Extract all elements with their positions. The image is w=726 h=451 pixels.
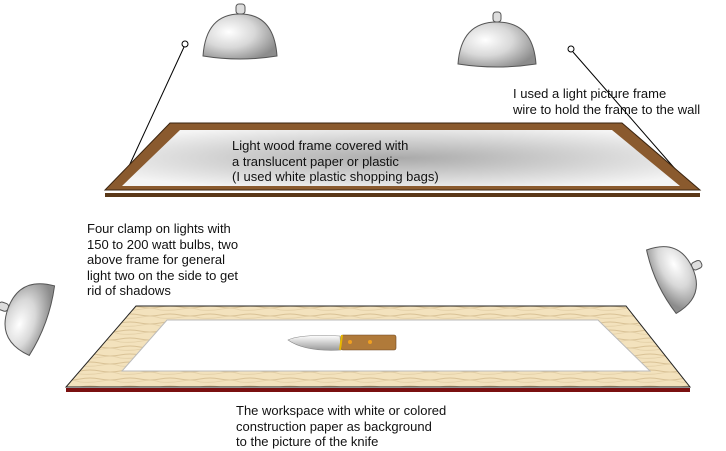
workspace-note-line: construction paper as background xyxy=(236,418,432,434)
lights-note-line: rid of shadows xyxy=(87,283,171,298)
lights-note-line: 150 to 200 watt bulbs, two xyxy=(87,236,239,252)
lamp-left xyxy=(0,283,56,357)
diffuser-frame xyxy=(103,122,702,197)
frame-note: Light wood frame covered with a transluc… xyxy=(232,138,439,185)
lights-note-line: light two on the side to get xyxy=(87,267,239,283)
lamp-top-right xyxy=(457,11,537,68)
lights-note-line: Four clamp on lights with xyxy=(87,221,231,236)
workspace-note: The workspace with white or colored cons… xyxy=(236,403,446,450)
workspace-note-line: The workspace with white or colored xyxy=(236,403,447,418)
frame-note-line: (I used white plastic shopping bags) xyxy=(232,169,439,184)
lights-note-line: above frame for general xyxy=(87,252,226,267)
wire-note-line: I used a light picture frame xyxy=(513,86,667,101)
lights-note: Four clamp on lights with 150 to 200 wat… xyxy=(87,221,238,299)
frame-note-line: Light wood frame covered with xyxy=(232,138,409,153)
lamp-right xyxy=(646,246,703,315)
lamp-top-left xyxy=(202,3,278,60)
workspace-note-line: to the picture of the knife xyxy=(236,434,379,449)
wire-note: I used a light picture frame wire to hol… xyxy=(513,86,700,117)
wire-note-line: wire to hold the frame to the wall xyxy=(513,101,701,117)
knife xyxy=(287,334,397,351)
frame-note-line: a translucent paper or plastic xyxy=(232,153,399,169)
